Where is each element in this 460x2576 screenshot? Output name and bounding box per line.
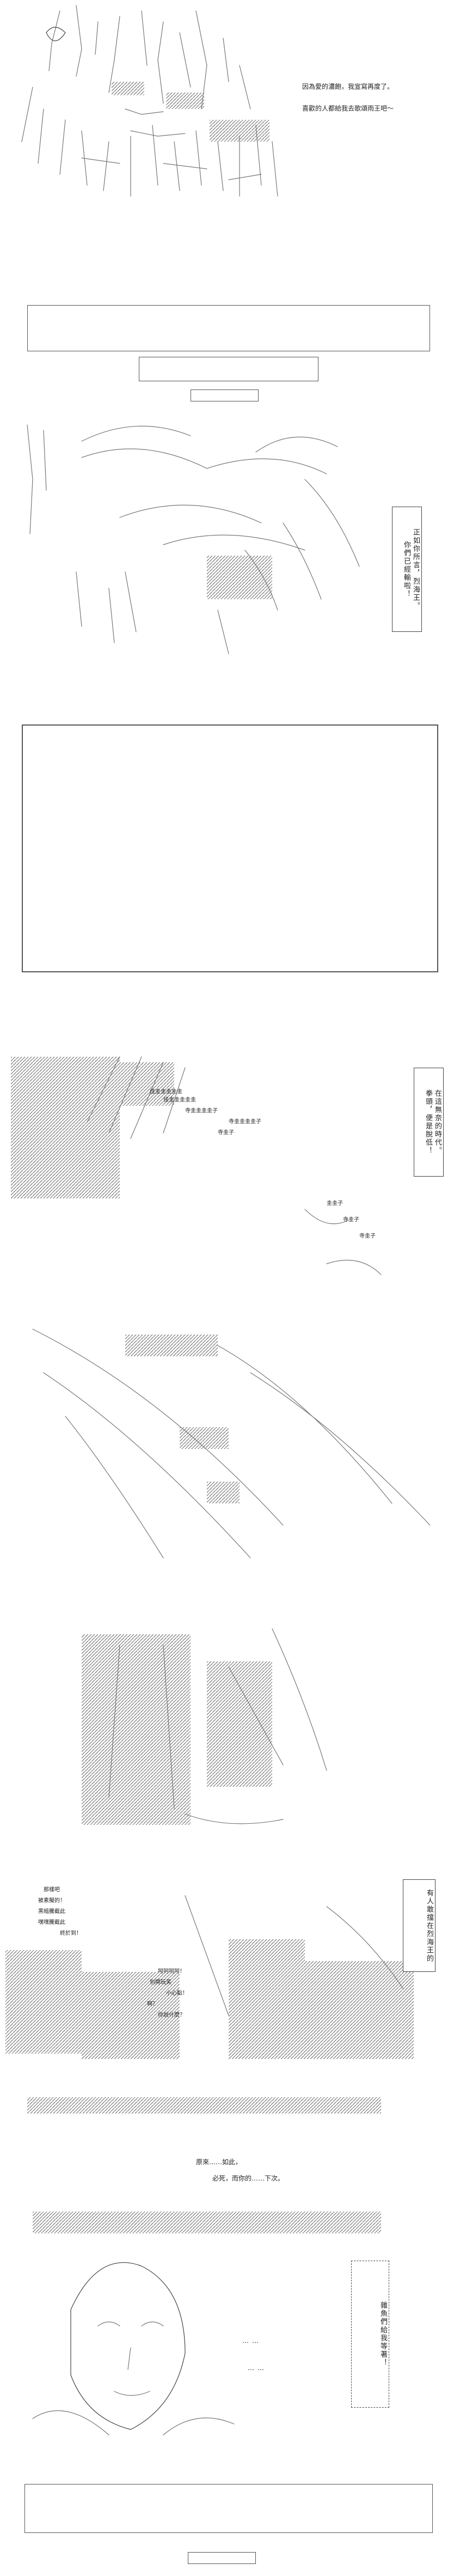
blank-panel-5 [188, 2552, 256, 2564]
blank-panel-4 [24, 2484, 433, 2533]
caption-era: 在這無奈的時代。 拳頭，便是脫低！ [414, 1068, 444, 1177]
chant-1: 佳圭圭圭圭圭 [150, 1089, 182, 1095]
chant-2: 佳圭圭圭圭圭 [163, 1097, 196, 1103]
panel-1-art [21, 5, 278, 197]
crowd-center-2: 別開玩笑 [150, 1980, 171, 1986]
chant-3: 寺圭圭圭圭子 [185, 1108, 218, 1114]
dialog-line-1: 原來……如此， [196, 2158, 242, 2166]
crowd-line-3: 黑暗騰截此 [38, 1909, 65, 1915]
caption-king: 正如你所言，烈海王。 你們已經輸啦！ [392, 507, 422, 632]
crowd-line-2: 被素擬的！ [38, 1898, 65, 1904]
panel-7-art [82, 1628, 327, 1825]
intro-line-2: 喜歡的人都給我去歌頌雨王吧～ [302, 105, 394, 112]
crowd-center-5: 你說什麼？ [158, 2012, 185, 2018]
caption-era-text-2: 拳頭，便是脫低！ [424, 1089, 432, 1155]
blank-panel-1 [27, 305, 430, 351]
dialog-line-2: 必死，而你的……下次。 [212, 2175, 285, 2182]
caption-king-text-2: 你們已經輸啦！ [402, 540, 410, 598]
crowd-center-3: 小心點！ [166, 1990, 188, 1996]
caption-last: 雜魚們給我等著！ [351, 2261, 389, 2408]
chant-6: 圭圭子 [327, 1201, 343, 1207]
crowd-line-4: 嘿嘿騰截此 [38, 1920, 65, 1926]
panel-5-art [11, 1056, 382, 1275]
crowd-line-5: 終於到！ [60, 1931, 82, 1936]
dots-1: …… [242, 2337, 262, 2344]
crowd-center-1: 呵呵呵呵！ [158, 1969, 185, 1975]
caption-yes: 有人敢擋在烈海王的 [403, 1879, 436, 1972]
chant-4: 寺圭圭圭圭子 [229, 1119, 261, 1125]
caption-yes-text: 有人敢擋在烈海王的 [425, 1889, 433, 1963]
caption-era-text-1: 在這無奈的時代。 [433, 1089, 441, 1155]
chant-7: 寺圭子 [343, 1217, 359, 1223]
caption-last-text: 雜魚們給我等著！ [379, 2301, 387, 2367]
portrait-panel [22, 724, 438, 972]
panel-9-art [27, 2097, 381, 2233]
dots-2: …… [248, 2364, 267, 2372]
blank-panel-3 [191, 389, 259, 401]
crowd-line-1: 那樣吧 [44, 1887, 60, 1893]
panel-8-art [5, 1895, 414, 2059]
panel-3-art [27, 424, 360, 654]
crowd-center-4: 啊？ [147, 2001, 158, 2007]
panel-6-art [32, 1329, 431, 1558]
panel-10-art [32, 2262, 235, 2435]
caption-king-text: 正如你所言，烈海王。 [412, 528, 420, 610]
chant-5: 寺圭子 [218, 1130, 234, 1136]
intro-line-1: 因為愛的濃飽，我宣寫再度了。 [302, 83, 394, 90]
chant-8: 寺圭子 [359, 1233, 376, 1239]
blank-panel-2 [139, 357, 318, 381]
